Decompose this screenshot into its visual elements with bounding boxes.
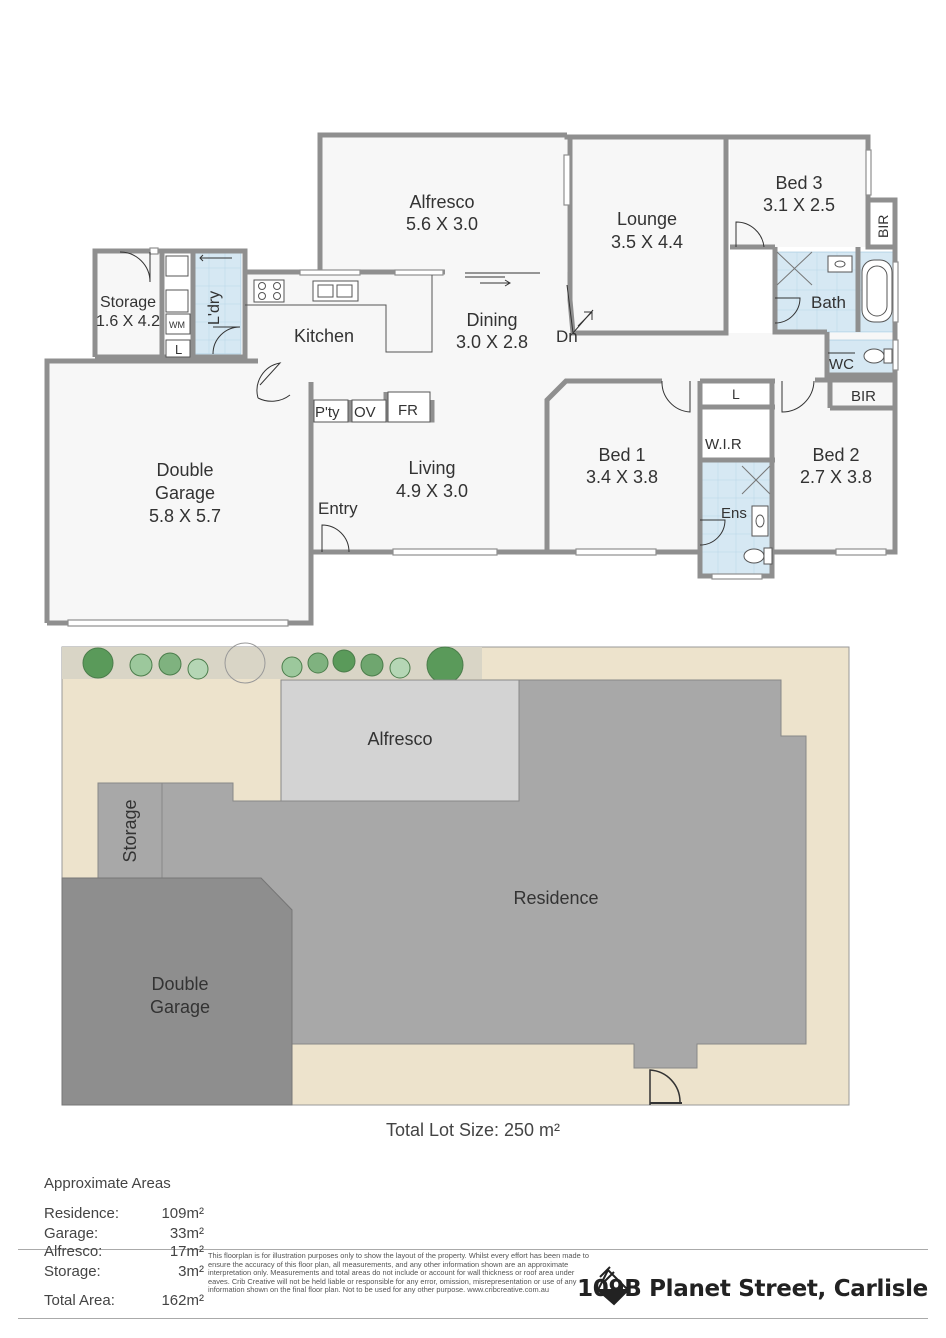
label-wc: WC — [829, 356, 854, 373]
site-garage-label-1: Double — [151, 974, 208, 994]
areas-heading: Approximate Areas — [44, 1175, 171, 1192]
area-value: 33m² — [169, 1225, 204, 1242]
room-dims-living: 4.9 X 3.0 — [396, 481, 468, 501]
label-entry: Entry — [318, 499, 358, 518]
label-bath: Bath — [811, 293, 846, 312]
site-storage-label: Storage — [120, 799, 140, 862]
area-value: 3m² — [178, 1263, 204, 1280]
disclaimer-text: This floorplan is for illustration purpo… — [208, 1251, 589, 1295]
total-lot-size: Total Lot Size: 250 m² — [385, 1120, 561, 1140]
label-pantry: P'ty — [315, 404, 340, 421]
room-dims-bed3: 3.1 X 2.5 — [763, 195, 835, 215]
area-row-total: Total Area: 162m² — [44, 1292, 204, 1312]
label-oven: OV — [354, 404, 376, 421]
label-wir: W.I.R — [705, 436, 742, 453]
site-plan: Alfresco Residence Double Garage Storage — [61, 642, 850, 1106]
label-laundry: L'dry — [206, 291, 223, 325]
room-name-storage: Storage — [100, 294, 156, 311]
area-value: 17m² — [169, 1243, 204, 1260]
area-row-residence: Residence: 109m² — [44, 1205, 204, 1225]
label-dn: Dn — [556, 327, 578, 346]
footer-divider-top — [18, 1249, 928, 1250]
label-linen: L — [732, 386, 740, 402]
site-residence — [161, 679, 807, 1069]
room-name-alfresco: Alfresco — [409, 192, 474, 212]
room-dims-dining: 3.0 X 2.8 — [456, 332, 528, 352]
label-bir-bed3: BIR — [875, 215, 891, 238]
area-row-alfresco: Alfresco: 17m² — [44, 1243, 204, 1263]
site-residence-label: Residence — [513, 888, 598, 908]
area-value: 162m² — [161, 1292, 204, 1309]
area-label: Total Area: — [44, 1292, 115, 1309]
label-l-laundry: L — [175, 342, 182, 357]
floor-plan: Alfresco 5.6 X 3.0 Lounge 3.5 X 4.4 Bed … — [44, 132, 899, 627]
label-ensuite: Ens — [721, 505, 747, 522]
approximate-areas: Approximate Areas Residence: 109m² Garag… — [44, 1175, 204, 1309]
room-name-bed3: Bed 3 — [775, 173, 822, 193]
room-dims-storage: 1.6 X 4.2 — [96, 313, 160, 330]
label-fridge: FR — [398, 402, 418, 419]
room-name-living: Living — [408, 458, 455, 478]
tree-row — [82, 642, 464, 684]
property-address: 109B Planet Street, Carlisle — [577, 1276, 928, 1302]
area-label: Storage: — [44, 1263, 101, 1280]
site-storage — [97, 782, 163, 879]
room-dims-bed1: 3.4 X 3.8 — [586, 467, 658, 487]
room-name-lounge: Lounge — [617, 209, 677, 229]
area-value: 109m² — [161, 1205, 204, 1222]
area-label: Residence: — [44, 1205, 120, 1222]
label-bir-bed2: BIR — [851, 388, 876, 405]
site-alfresco-label: Alfresco — [367, 729, 432, 749]
area-row-storage: Storage: 3m² — [44, 1263, 204, 1283]
room-name-bed2: Bed 2 — [812, 445, 859, 465]
site-entry-door — [649, 1069, 681, 1105]
room-name-bed1: Bed 1 — [598, 445, 645, 465]
room-dims-double-garage: 5.8 X 5.7 — [149, 506, 221, 526]
room-dims-lounge: 3.5 X 4.4 — [611, 232, 683, 252]
room-dims-bed2: 2.7 X 3.8 — [800, 467, 872, 487]
area-label: Garage: — [44, 1225, 99, 1242]
room-dims-alfresco: 5.6 X 3.0 — [406, 214, 478, 234]
footer-divider-bottom — [18, 1318, 928, 1319]
site-double-garage — [61, 877, 293, 1106]
area-row-garage: Garage: 33m² — [44, 1225, 204, 1245]
north-arrow-icon — [595, 1266, 631, 1306]
area-label: Alfresco: — [44, 1243, 103, 1260]
room-name-kitchen: Kitchen — [294, 326, 354, 346]
room-name-dining: Dining — [466, 310, 517, 330]
label-wm: WM — [169, 320, 185, 330]
site-garage-label-2: Garage — [150, 997, 210, 1017]
